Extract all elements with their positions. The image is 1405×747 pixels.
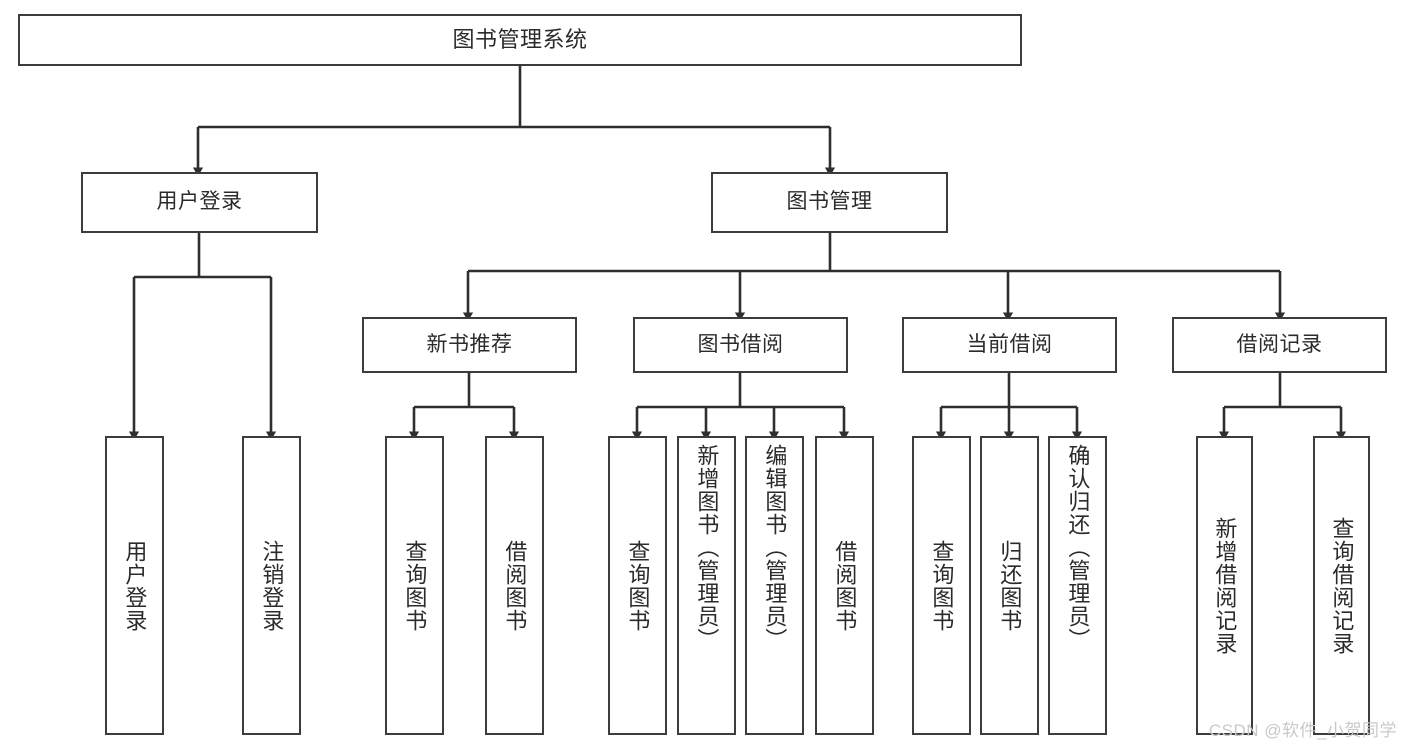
node-root-label: 图书管理系统 — [452, 27, 588, 53]
node-leaf-user-login[interactable]: 用户登录 — [105, 436, 164, 735]
node-leaf-user-logout[interactable]: 注销登录 — [242, 436, 301, 735]
node-book-management-label: 图书管理 — [786, 190, 873, 214]
node-new-book-recommend-label: 新书推荐 — [426, 332, 513, 356]
node-user-login-label: 用户登录 — [156, 190, 243, 214]
node-leaf-current-confirm-return[interactable]: 确认归还（管理员） — [1048, 436, 1107, 735]
node-book-borrow-label: 图书借阅 — [697, 332, 784, 356]
node-leaf-record-query[interactable]: 查询借阅记录 — [1313, 436, 1370, 735]
node-current-borrow[interactable]: 当前借阅 — [902, 317, 1117, 373]
node-new-book-recommend[interactable]: 新书推荐 — [362, 317, 577, 373]
node-leaf-borrow-edit-book-label: 编辑图书（管理员） — [762, 444, 788, 651]
node-leaf-record-add-label: 新增借阅记录 — [1212, 516, 1238, 655]
node-leaf-borrow-borrow-book[interactable]: 借阅图书 — [815, 436, 874, 735]
node-current-borrow-label: 当前借阅 — [966, 332, 1053, 356]
node-leaf-current-return-book-label: 归还图书 — [997, 539, 1023, 632]
node-leaf-user-logout-label: 注销登录 — [259, 539, 285, 632]
node-borrow-record[interactable]: 借阅记录 — [1172, 317, 1387, 373]
node-leaf-current-query-book-label: 查询图书 — [929, 539, 955, 632]
node-leaf-borrow-add-book[interactable]: 新增图书（管理员） — [677, 436, 736, 735]
node-leaf-recommend-query-book-label: 查询图书 — [402, 539, 428, 632]
csdn-watermark: CSDN @软件_小贺同学 — [1208, 721, 1397, 740]
node-leaf-record-query-label: 查询借阅记录 — [1329, 516, 1355, 655]
node-leaf-current-confirm-return-label: 确认归还（管理员） — [1065, 444, 1091, 651]
node-leaf-user-login-label: 用户登录 — [122, 539, 148, 632]
node-leaf-recommend-borrow-book[interactable]: 借阅图书 — [485, 436, 544, 735]
node-leaf-record-add[interactable]: 新增借阅记录 — [1196, 436, 1253, 735]
node-book-management[interactable]: 图书管理 — [711, 172, 948, 233]
node-leaf-borrow-add-book-label: 新增图书（管理员） — [694, 444, 720, 651]
node-leaf-current-query-book[interactable]: 查询图书 — [912, 436, 971, 735]
node-leaf-current-return-book[interactable]: 归还图书 — [980, 436, 1039, 735]
node-root[interactable]: 图书管理系统 — [18, 14, 1022, 66]
node-leaf-borrow-query-book[interactable]: 查询图书 — [608, 436, 667, 735]
node-borrow-record-label: 借阅记录 — [1236, 332, 1323, 356]
node-user-login[interactable]: 用户登录 — [81, 172, 318, 233]
node-leaf-borrow-borrow-book-label: 借阅图书 — [832, 539, 858, 632]
node-leaf-recommend-query-book[interactable]: 查询图书 — [385, 436, 444, 735]
node-book-borrow[interactable]: 图书借阅 — [633, 317, 848, 373]
node-leaf-recommend-borrow-book-label: 借阅图书 — [502, 539, 528, 632]
node-leaf-borrow-query-book-label: 查询图书 — [625, 539, 651, 632]
node-leaf-borrow-edit-book[interactable]: 编辑图书（管理员） — [745, 436, 804, 735]
